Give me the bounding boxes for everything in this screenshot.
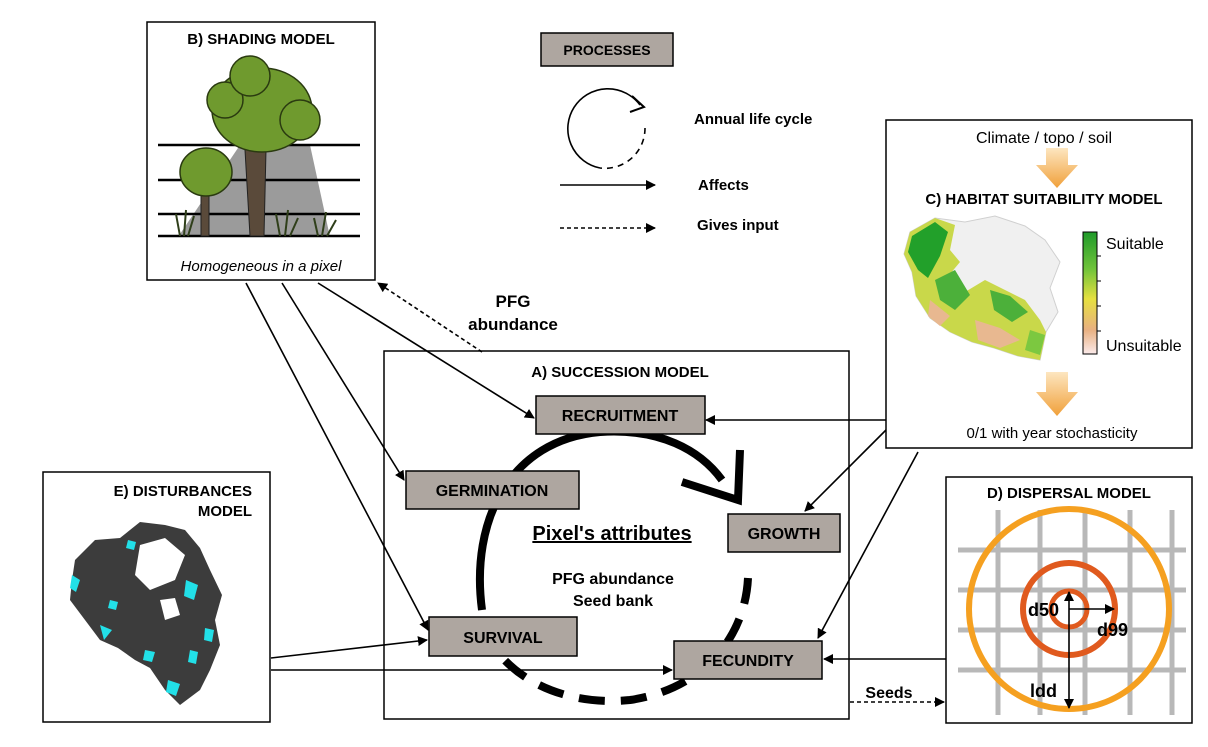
legend-processes-label: PROCESSES [563,42,650,58]
habitat-to-growth-arrow [804,429,887,512]
pfg-abundance-label-line1: PFG [496,292,531,311]
process-fecundity-label: FECUNDITY [702,653,794,670]
habitat-scale-low-label: Unsuitable [1106,338,1182,355]
succession-panel-title: A) SUCCESSION MODEL [531,364,709,381]
dispersal-ldd-label: ldd [1030,681,1057,701]
habitat-suitability-map [903,215,1061,361]
habitat-color-scale [1082,231,1101,355]
habitat-input-label: Climate / topo / soil [976,130,1112,147]
shading-to-survival-arrow [245,282,429,631]
process-growth-label: GROWTH [748,526,821,543]
process-survival-label: SURVIVAL [463,630,543,647]
process-germination: GERMINATION [405,470,580,510]
succession-to-shading-input-arrow [377,282,483,353]
seeds-label: Seeds [865,685,912,702]
habitat-output-arrow [1036,372,1078,416]
shading-panel-caption: Homogeneous in a pixel [181,258,343,275]
process-germination-label: GERMINATION [436,483,549,500]
shading-model-panel: B) SHADING MODEL Homogeneous in a pixel [146,21,376,281]
legend-annual-cycle-label: Annual life cycle [694,111,812,128]
process-recruitment: RECRUITMENT [535,395,706,435]
connectors [245,282,946,707]
legend-affects-label: Affects [698,177,749,194]
dispersal-ldd-ring [966,506,1172,712]
habitat-scale-high-label: Suitable [1106,236,1164,253]
habitat-panel-title: C) HABITAT SUITABILITY MODEL [925,191,1162,208]
process-recruitment-label: RECRUITMENT [562,408,679,425]
dispersal-d50-label: d50 [1028,600,1059,620]
annual-cycle-icon [567,87,646,170]
disturbances-panel-title-line1: E) DISTURBANCES [114,483,252,500]
pixel-attributes-title: Pixel's attributes [532,523,691,545]
legend-processes-box [540,32,674,67]
shading-panel-title: B) SHADING MODEL [187,31,335,48]
process-fecundity: FECUNDITY [673,640,823,680]
forest-layers-illustration [158,55,360,238]
disturbance-to-survival-arrow [270,636,428,659]
habitat-model-panel: Climate / topo / soil C) HABITAT SUITABI… [885,119,1193,449]
dispersal-model-panel: D) DISPERSAL MODEL d50 d99 ldd [945,476,1193,724]
pfg-abundance-label-line2: abundance [468,315,558,334]
disturbance-map [70,522,222,705]
process-growth: GROWTH [727,513,841,553]
disturbances-model-panel: E) DISTURBANCES MODEL [42,471,271,723]
process-survival: SURVIVAL [428,616,578,657]
disturbances-panel-title-line2: MODEL [198,503,252,520]
shading-to-recruitment-arrow [317,282,535,419]
dispersal-panel-title: D) DISPERSAL MODEL [987,485,1151,502]
habitat-input-arrow [1036,148,1078,188]
legend: PROCESSES Annual life cycle Affects Give… [540,32,812,234]
pixel-attributes-line1: PFG abundance [552,571,674,588]
succession-life-cycle-icon [475,427,752,705]
legend-input-label: Gives input [697,217,779,234]
pixel-attributes-line2: Seed bank [573,593,653,610]
habitat-to-fecundity-arrow [817,451,919,639]
habitat-output-label: 0/1 with year stochasticity [967,425,1138,442]
shading-to-germination-arrow [281,282,405,481]
dispersal-d99-label: d99 [1097,620,1128,640]
